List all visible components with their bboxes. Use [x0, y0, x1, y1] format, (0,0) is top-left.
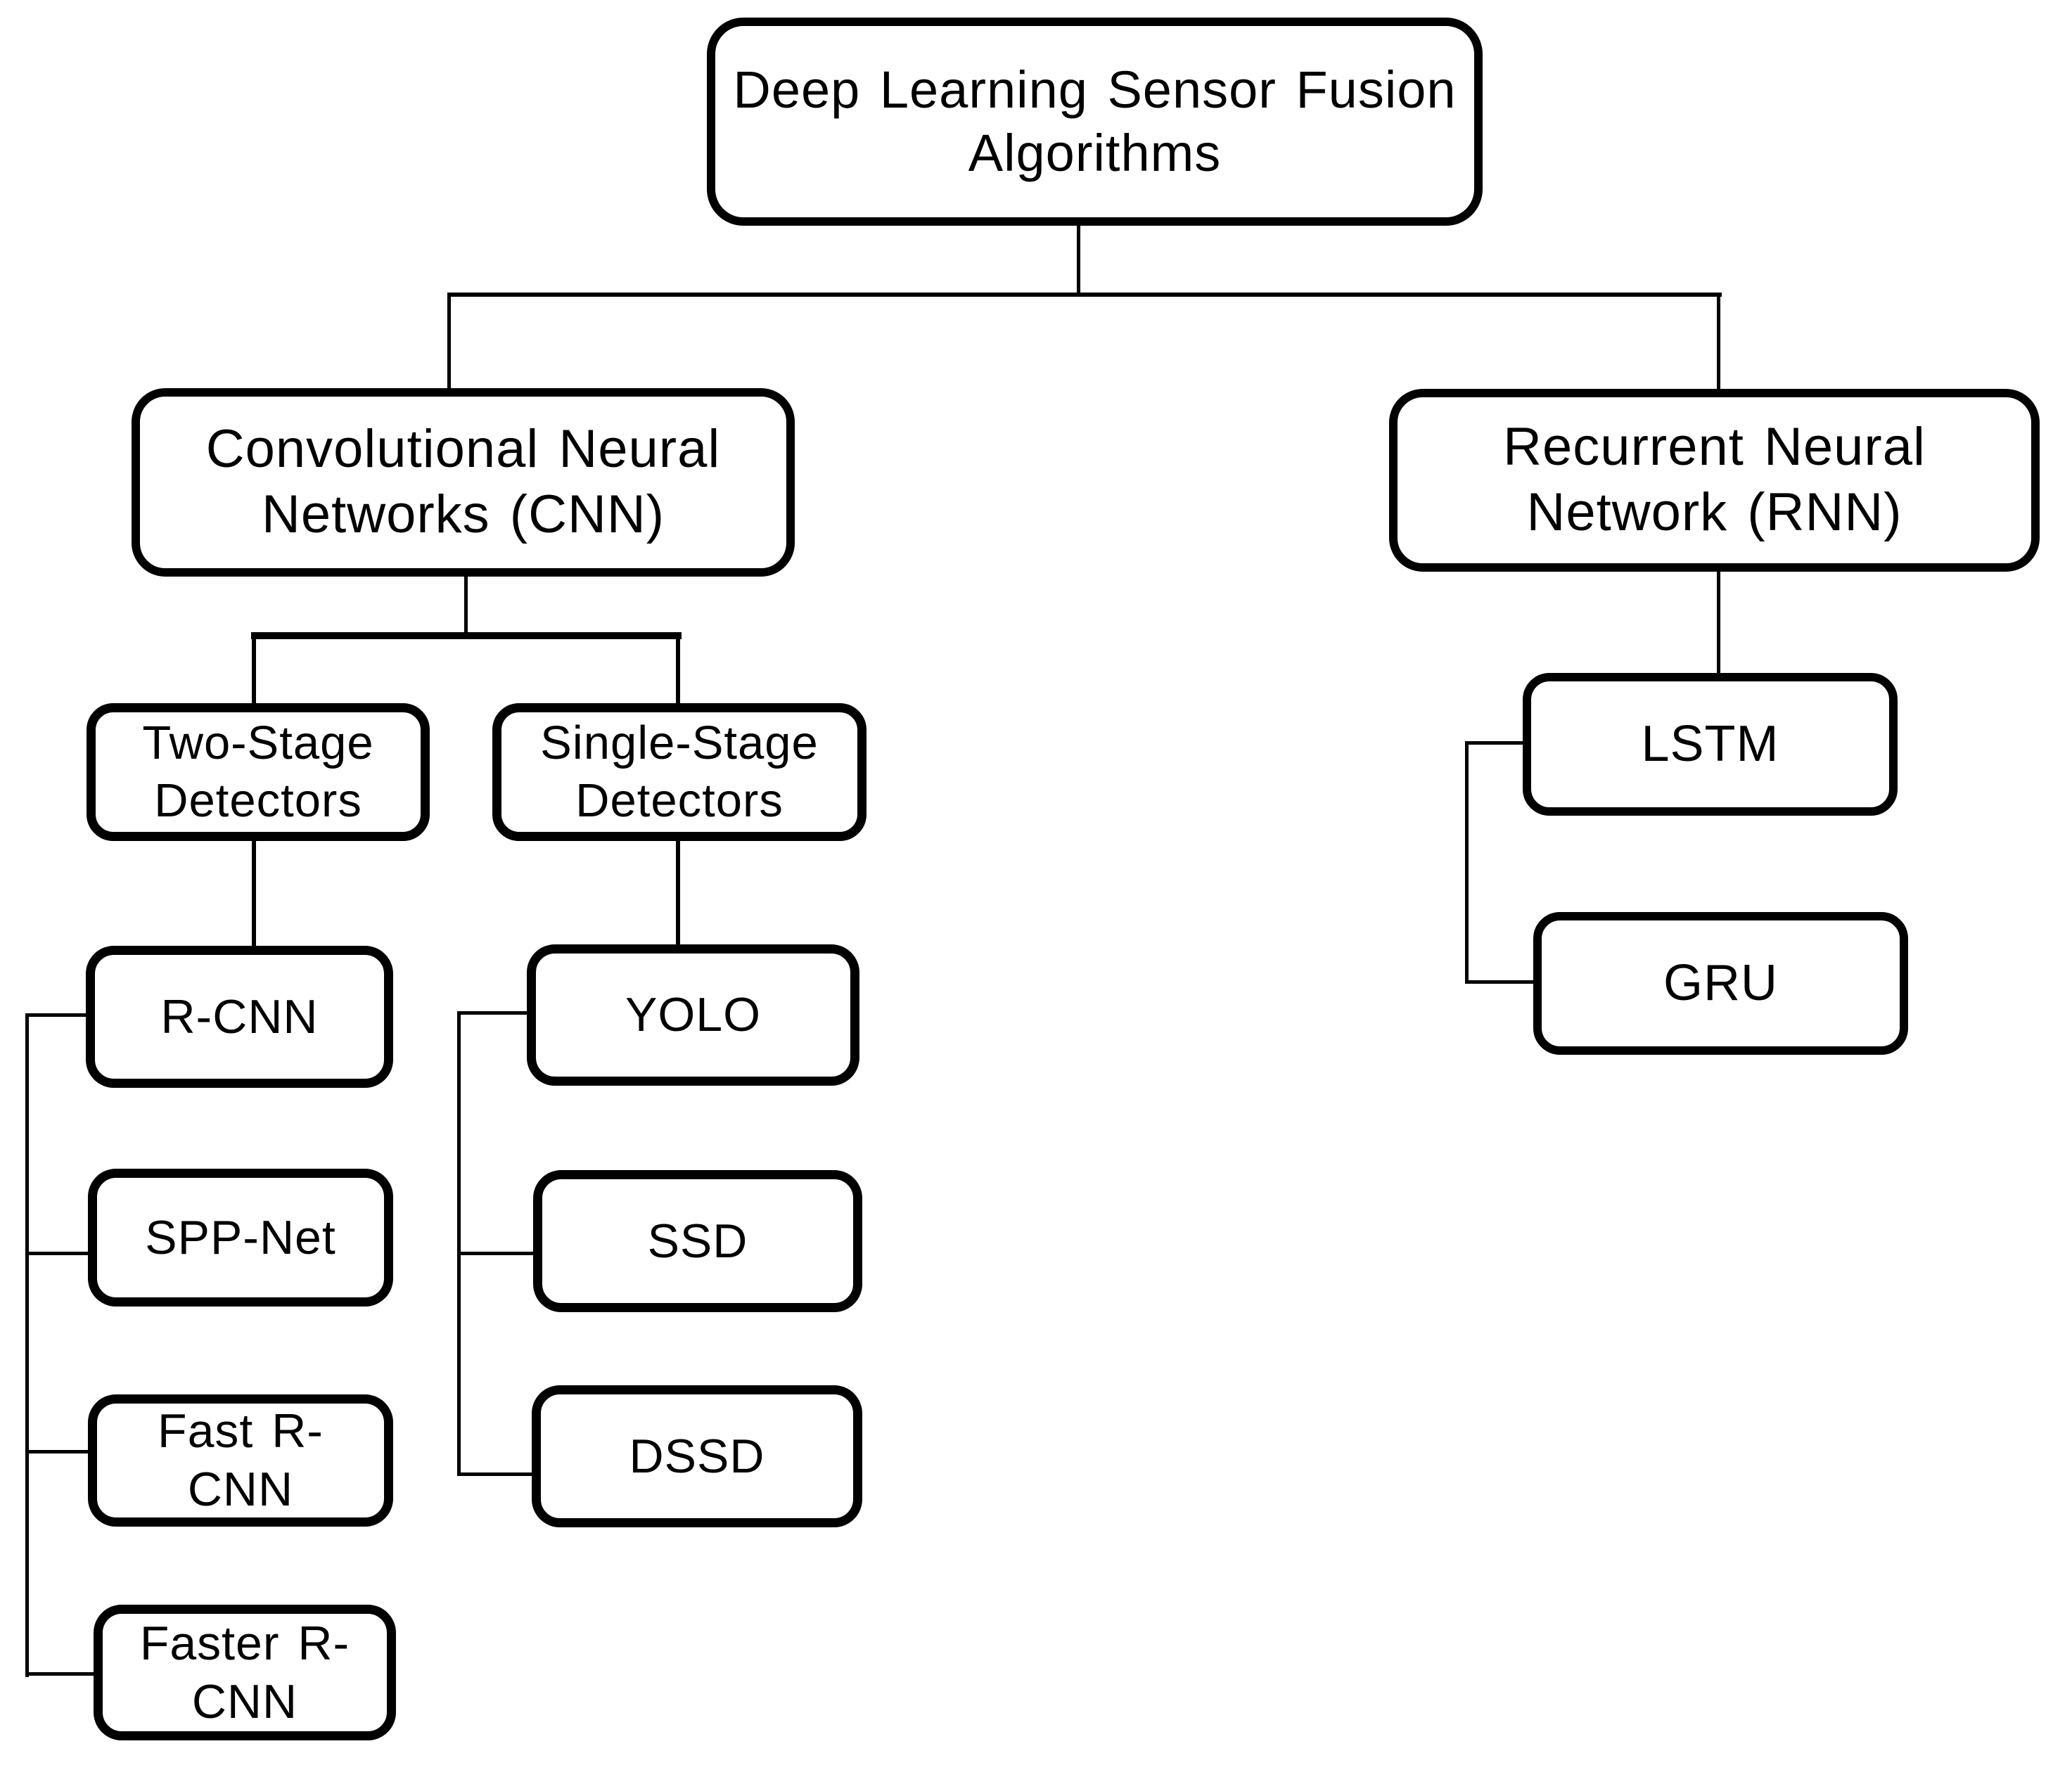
connector-tick-faster-rcnn	[25, 1672, 96, 1676]
node-fast-rcnn: Fast R- CNN	[88, 1394, 393, 1527]
node-label-cnn: Convolutional Neural Networks (CNN)	[205, 419, 721, 544]
connector-tick-yolo	[457, 1011, 530, 1015]
node-label-gru: GRU	[1663, 954, 1778, 1011]
node-label-ssd: SSD	[647, 1214, 748, 1268]
connector-rail-rnn-column	[1465, 741, 1469, 984]
connector-tick-lstm	[1465, 741, 1526, 745]
node-single-stage-detectors: Single-Stage Detectors	[492, 703, 866, 841]
node-label-rnn: Recurrent Neural Network (RNN)	[1503, 417, 1926, 542]
node-yolo: YOLO	[527, 944, 859, 1086]
node-spp-net: SPP-Net	[88, 1169, 393, 1307]
connector-drop-to-rnn	[1717, 293, 1720, 392]
connector-tick-ssd	[457, 1252, 536, 1255]
connector-tick-spp-net	[25, 1252, 91, 1255]
node-dssd: DSSD	[532, 1385, 862, 1527]
node-label-two-stage: Two-Stage Detectors	[142, 717, 374, 827]
node-ssd: SSD	[533, 1170, 862, 1312]
connector-drop-to-two-stage	[252, 632, 256, 705]
connector-drop-to-single-stage	[676, 632, 680, 705]
connector-cnn-drop	[464, 575, 468, 636]
node-label-lstm: LSTM	[1641, 715, 1779, 772]
connector-tick-gru	[1465, 980, 1536, 984]
node-convolutional-neural-networks: Convolutional Neural Networks (CNN)	[132, 388, 795, 577]
node-label-yolo: YOLO	[625, 988, 761, 1042]
connector-drop-to-cnn	[447, 293, 451, 391]
node-label-root: Deep Learning Sensor Fusion Algorithms	[733, 60, 1457, 182]
connector-tick-fast-rcnn	[25, 1450, 91, 1453]
node-gru: GRU	[1533, 912, 1908, 1055]
node-lstm: LSTM	[1523, 673, 1898, 816]
connector-two-stage-to-rcnn	[252, 840, 256, 947]
node-label-spp-net: SPP-Net	[145, 1210, 336, 1264]
node-label-rcnn: R-CNN	[160, 989, 319, 1044]
node-deep-learning-sensor-fusion-algorithms: Deep Learning Sensor Fusion Algorithms	[707, 18, 1483, 226]
connector-tick-dssd	[457, 1472, 535, 1476]
connector-root-drop	[1077, 221, 1080, 295]
connector-top-split-horizontal	[447, 293, 1722, 297]
connector-cnn-split-horizontal	[251, 632, 682, 639]
node-faster-rcnn: Faster R- CNN	[94, 1605, 396, 1740]
node-recurrent-neural-network: Recurrent Neural Network (RNN)	[1389, 389, 2040, 572]
node-label-faster-rcnn: Faster R- CNN	[139, 1616, 350, 1728]
connector-rnn-to-lstm	[1717, 570, 1720, 676]
node-rcnn: R-CNN	[86, 946, 393, 1088]
node-two-stage-detectors: Two-Stage Detectors	[87, 703, 430, 841]
node-label-fast-rcnn: Fast R- CNN	[158, 1404, 324, 1516]
node-label-single-stage: Single-Stage Detectors	[540, 717, 819, 827]
connector-rail-single-stage-column	[457, 1011, 461, 1476]
connector-single-stage-to-yolo	[676, 840, 680, 946]
node-label-dssd: DSSD	[629, 1429, 765, 1483]
connector-rail-two-stage-column	[25, 1013, 29, 1677]
connector-tick-rcnn	[25, 1013, 89, 1017]
